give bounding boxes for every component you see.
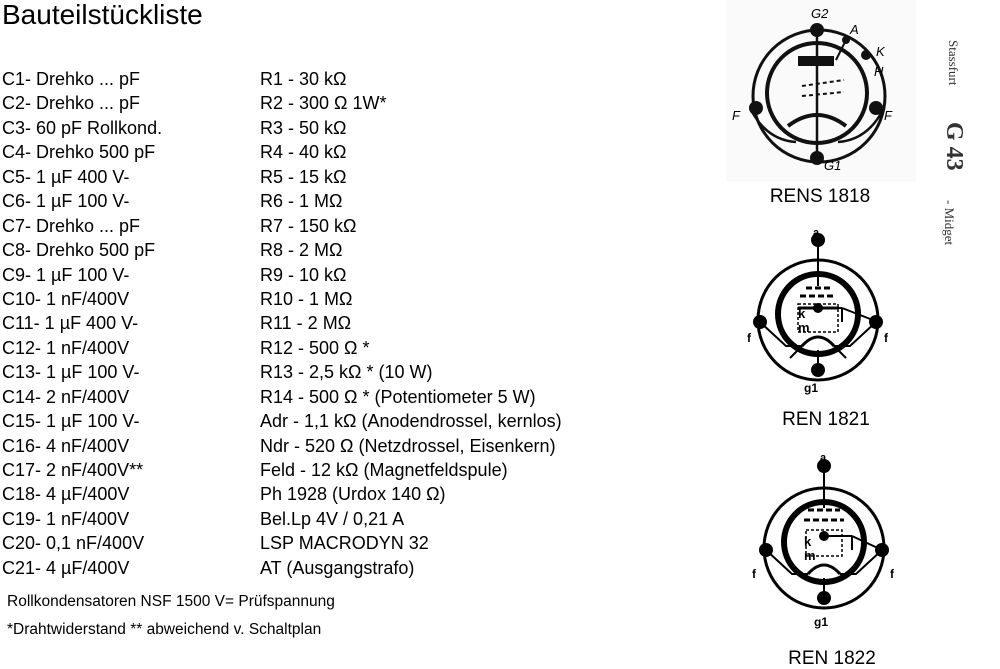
component-item: R7 - 150 kΩ — [260, 215, 357, 236]
tube-socket-drawing: a k m f f g1 — [747, 227, 889, 395]
component-item: R4 - 40 kΩ — [260, 142, 347, 163]
pin-label: F — [884, 108, 893, 123]
pin-label: a — [813, 227, 820, 239]
capacitor-item: C15- 1 µF 100 V- — [2, 411, 140, 432]
side-label-name: - Midget — [942, 200, 957, 246]
pin-label: H — [874, 64, 884, 79]
capacitor-item: C17- 2 nF/400V** — [2, 460, 144, 480]
pin-label: f — [884, 331, 889, 345]
component-item: Ndr - 520 Ω (Netzdrossel, Eisenkern) — [260, 435, 556, 456]
component-item: R3 - 50 kΩ — [260, 117, 347, 138]
resistor-list: R1 - 30 kΩ R2 - 300 Ω 1W* R3 - 50 kΩ R4 - 4… — [260, 67, 720, 580]
pin-label: g1 — [814, 615, 828, 629]
side-label: Stassfurt G 43 - Midget — [933, 40, 973, 270]
page-title: Bauteilstückliste — [2, 0, 203, 30]
pin-label: G1 — [824, 158, 841, 173]
component-item: Adr - 1,1 kΩ (Anodendrossel, kernlos) — [260, 411, 562, 432]
capacitor-item: C10- 1 nF/400V — [2, 288, 130, 309]
capacitor-item: C7- Drehko ... pF — [2, 215, 141, 236]
component-item: R5 - 15 kΩ — [260, 166, 347, 187]
capacitor-item: C20- 0,1 nF/400V — [2, 533, 145, 554]
component-item: LSP MACRODYN 32 — [260, 533, 429, 554]
capacitor-item: C21- 4 µF/400V — [2, 557, 130, 578]
tube-diagram-rens-1818: G2 A K H F F G1 — [726, 0, 916, 182]
capacitor-item: C16- 4 nF/400V — [2, 435, 130, 456]
side-label-model: G 43 — [941, 122, 967, 171]
component-item: R13 - 2,5 kΩ * (10 W) — [260, 362, 433, 383]
tube-label-rens-1818: RENS 1818 — [769, 186, 871, 207]
pin-label: K — [876, 44, 886, 59]
pin-label: f — [890, 567, 895, 581]
component-item: Bel.Lp 4V / 0,21 A — [260, 508, 405, 529]
capacitor-item: C9- 1 µF 100 V- — [2, 264, 130, 285]
component-item: R6 - 1 MΩ — [260, 191, 343, 212]
capacitor-item: C12- 1 nF/400V — [2, 337, 130, 358]
pin-label: m — [804, 548, 816, 563]
pin-label: F — [732, 108, 741, 123]
component-item: R8 - 2 MΩ — [260, 240, 343, 261]
pin-label: k — [804, 534, 812, 549]
component-item: AT (Ausgangstrafo) — [260, 557, 415, 578]
pin-label: m — [798, 320, 810, 335]
capacitor-item: C14- 2 nF/400V — [2, 386, 130, 407]
capacitor-item: C6- 1 µF 100 V- — [2, 191, 130, 212]
component-item: R12 - 500 Ω * — [260, 337, 370, 358]
footnote: *Drahtwiderstand ** abweichend v. Schalt… — [7, 621, 322, 638]
tube-socket-drawing: G2 A K H F F G1 — [726, 0, 916, 182]
pin-label: f — [752, 567, 757, 581]
capacitor-item: C8- Drehko 500 pF — [2, 240, 156, 261]
capacitor-item: C11- 1 µF 400 V- — [2, 313, 139, 334]
component-item: Feld - 12 kΩ (Magnetfeldspule) — [260, 460, 508, 480]
tube-label-ren-1822: REN 1822 — [788, 648, 876, 669]
side-label-maker: Stassfurt — [946, 40, 961, 86]
tube-diagram-ren-1821: a k m f f g1 — [742, 226, 902, 402]
component-item: R10 - 1 MΩ — [260, 288, 353, 309]
component-item: R14 - 500 Ω * (Potentiometer 5 W) — [260, 386, 536, 407]
component-item: Ph 1928 (Urdox 140 Ω) — [260, 484, 446, 505]
capacitor-item: C4- Drehko 500 pF — [2, 142, 156, 163]
component-item: R11 - 2 MΩ — [260, 313, 352, 334]
capacitor-item: C13- 1 µF 100 V- — [2, 362, 140, 383]
component-item: R1 - 30 kΩ — [260, 69, 347, 89]
rollkond-note: Rollkondensatoren NSF 1500 V= Prüfspannu… — [7, 593, 335, 610]
capacitor-item: C3- 60 pF Rollkond. — [2, 117, 163, 138]
capacitor-item: C19- 1 nF/400V — [2, 508, 130, 529]
capacitor-list: C1- Drehko ... pF C2- Drehko ... pF C3- 60… — [2, 67, 252, 580]
pin-label: G2 — [811, 6, 829, 21]
pin-label: g1 — [804, 381, 818, 395]
capacitor-item: C5- 1 µF 400 V- — [2, 166, 130, 187]
capacitor-item: C18- 4 µF/400V — [2, 484, 130, 505]
pin-label: A — [849, 22, 859, 37]
tube-diagram-ren-1822: a k m f f g1 — [742, 450, 902, 630]
pin-label: k — [798, 306, 806, 321]
tube-socket-drawing: a k m f f g1 — [752, 452, 895, 629]
component-item: R9 - 10 kΩ — [260, 264, 347, 285]
capacitor-item: C1- Drehko ... pF — [2, 69, 141, 89]
component-item: R2 - 300 Ω 1W* — [260, 93, 387, 114]
pin-label: f — [747, 331, 752, 345]
tube-label-ren-1821: REN 1821 — [782, 409, 870, 430]
capacitor-item: C2- Drehko ... pF — [2, 93, 141, 114]
pin-label: a — [820, 452, 827, 464]
